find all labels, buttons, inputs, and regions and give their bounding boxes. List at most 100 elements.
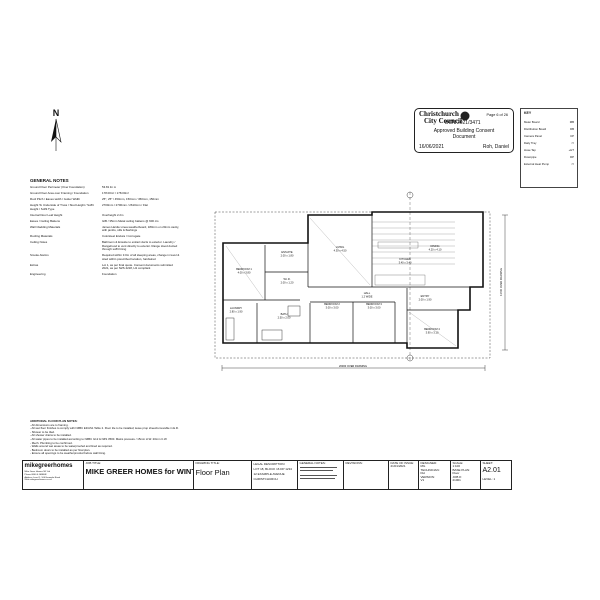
note-key: Wall Cladding Materials <box>30 224 61 229</box>
note-value: Colorsteel Endura / Corrugate <box>102 234 141 239</box>
note-key: Ground Floor Perimeter (Over Foundation) <box>30 185 85 189</box>
key-item: External Heat Pump▭ <box>521 160 577 167</box>
room-dimensions: 4.30 x 4.50 <box>334 249 347 253</box>
overall-depth-dim: 11700 OVER FRAMING <box>499 268 503 296</box>
room-dimensions: 2.00 x 1.20 <box>281 281 294 285</box>
general-note-row: Ground Floor Area over Framing / Foundat… <box>30 190 180 196</box>
key-item-symbol: +HT <box>568 147 574 152</box>
stamp-officer: Roh, Daniel <box>482 144 509 150</box>
note-value: 25°, 25° / 450mm, 150mm / 450mm, 150mm <box>102 196 159 201</box>
note-key: Ground Floor Area over Framing / Foundat… <box>30 190 89 195</box>
key-item-label: Camera Panel <box>524 133 542 138</box>
room-dimensions: 2.00 x 1.80 <box>281 254 294 258</box>
dimension-lines <box>221 191 508 371</box>
job-number-label: JOB #: <box>452 474 462 479</box>
key-item-label: Hose Tap <box>524 147 536 152</box>
company-detail: Phone 0800 4 GREER <box>24 473 47 476</box>
general-note-row: Eaves / Ceiling Battens GIB / 35mm Metal … <box>30 218 180 224</box>
general-note-row: Internal Door Leaf Height Overheight 2.2m <box>30 212 180 218</box>
date-label: DATE OF ISSUE: <box>390 461 414 465</box>
room-name: LIVING <box>336 245 345 249</box>
base-plan-label: BASE PLAN: <box>452 467 471 472</box>
note-value: Required within 3.0m of all sleeping are… <box>102 253 180 261</box>
version-value: V1 <box>420 478 425 483</box>
external-walls <box>222 211 484 349</box>
additional-notes-title: ADDITIONAL FLOOR PLAN NOTES: <box>30 419 78 423</box>
additional-note-line: - Ensure all openings to be weatherproof… <box>30 451 106 456</box>
sheet-number: A2.01 <box>482 467 501 475</box>
job-number-value: 21001 <box>452 478 461 483</box>
designed-value: MG <box>420 464 426 469</box>
note-value: James Hardie Linea weatherboard, 180mm o… <box>102 224 180 233</box>
key-item-label: Downpipe <box>524 154 537 159</box>
note-key: Eaves / Ceiling Battens <box>30 218 60 223</box>
job-title-cell: JOB TITLE: MIKE GREER HOMES for WINTER <box>84 461 194 489</box>
note-key: Ceiling Notes <box>30 240 48 245</box>
additional-note-line: - All shower drains to be installed. <box>30 433 72 438</box>
key-title: KEY <box>524 111 532 115</box>
designed-cell: DESIGNED: MG TECHNICIAN: DH VERSION: V1 <box>419 461 451 489</box>
room-dimensions: 4.00 x 3.80 <box>238 271 251 275</box>
room-name: W.I.R. <box>283 277 290 281</box>
room-name: BEDROOM 1 <box>236 267 252 271</box>
room-name: LAUNDRY <box>230 306 243 310</box>
room-dimensions: 2.00 x 1.90 <box>419 298 432 302</box>
room-dimensions: 2.50 x 2.00 <box>278 316 291 320</box>
key-item-symbol: DB <box>570 126 574 131</box>
key-item-symbol: MB <box>569 119 574 124</box>
room-name: DINING <box>430 244 439 248</box>
room-name: BEDROOM 3 <box>366 302 382 306</box>
stamp-date: 16/06/2021 <box>419 144 445 150</box>
note-key: Internal Door Leaf Height <box>30 212 63 217</box>
scale-cell: SCALE: 1:100 BASE PLAN: Floor JOB #: 210… <box>451 461 481 489</box>
key-item: Daily Tray▭ <box>521 139 577 146</box>
sheet-label: SHEET: <box>482 461 494 465</box>
legal-cell: LEGAL DESCRIPTION: LOT 18, BLOCK 16 DP 1… <box>252 461 298 489</box>
job-title-label: JOB TITLE: <box>85 461 102 465</box>
legal-label: LEGAL DESCRIPTION: <box>253 462 286 466</box>
key-item-symbol: CP <box>570 133 574 138</box>
note-value: GIB / 35mm Metal ceiling battens @ 600 c… <box>102 218 159 223</box>
general-note-row: Height To Underside of Truss / Stud Heig… <box>30 203 180 211</box>
legal-description: LOT 18, BLOCK 16 DP 1234 <box>253 467 292 471</box>
level-value: 1 <box>493 477 496 482</box>
additional-note-line: - All water pipes to be installed accord… <box>30 436 168 441</box>
north-arrow-icon <box>51 118 62 151</box>
base-plan-value: Floor <box>452 471 460 476</box>
company-detail: Address Level 1, 100 Example Road <box>24 476 61 479</box>
room-name: ENSUITE <box>281 250 293 254</box>
council-name: Christchurch <box>419 110 459 118</box>
level-label: LEVEL: <box>482 477 493 482</box>
additional-note-line: - Mech. Plumbing to be confirmed. <box>30 440 73 445</box>
company-detail: Web mikegreerhomes.co.nz <box>24 479 52 482</box>
council-name-2: City Council <box>424 116 462 125</box>
key-item: Hose Tap +HT <box>521 146 577 153</box>
approval-text-2: Document <box>452 134 476 140</box>
additional-note-line: - Walls around wet areas to be waterproo… <box>30 444 113 449</box>
general-cell: GENERAL NOTES: <box>298 461 344 489</box>
drawing-title-cell: DRAWING TITLE: Floor Plan <box>194 461 252 489</box>
page-number: Page 6 of 26 <box>486 113 508 117</box>
additional-note-line: - All dimensions are to framing. <box>30 422 69 427</box>
company-logo: mikegreerhomes <box>24 463 73 469</box>
eaves-outline <box>214 211 491 359</box>
council-logo-icon <box>460 111 470 121</box>
note-value: Overheight 2.2m <box>102 212 124 217</box>
general-note-row: Ground Floor Perimeter (Over Foundation)… <box>30 185 180 190</box>
note-value: Bathroom & Ensuite to extract ducts to e… <box>102 240 178 252</box>
scale-label: SCALE: <box>452 461 464 465</box>
additional-note-line: - Bedroom doors to be installed as per f… <box>30 447 91 452</box>
additional-floor-plan-notes: ADDITIONAL FLOOR PLAN NOTES: - All dimen… <box>30 419 200 456</box>
room-dimensions: 3.90 x 3.10 <box>426 331 439 335</box>
general-note-row: Ceiling Notes Bathroom & Ensuite to extra… <box>30 240 180 252</box>
room-name: BEDROOM 4 <box>424 327 440 331</box>
overall-width-dim: 20300 OVER FRAMING <box>339 364 367 368</box>
additional-note-line: - Shower to be tiled. <box>30 429 55 434</box>
room-dimensions: 3.00 x 3.00 <box>368 306 381 310</box>
